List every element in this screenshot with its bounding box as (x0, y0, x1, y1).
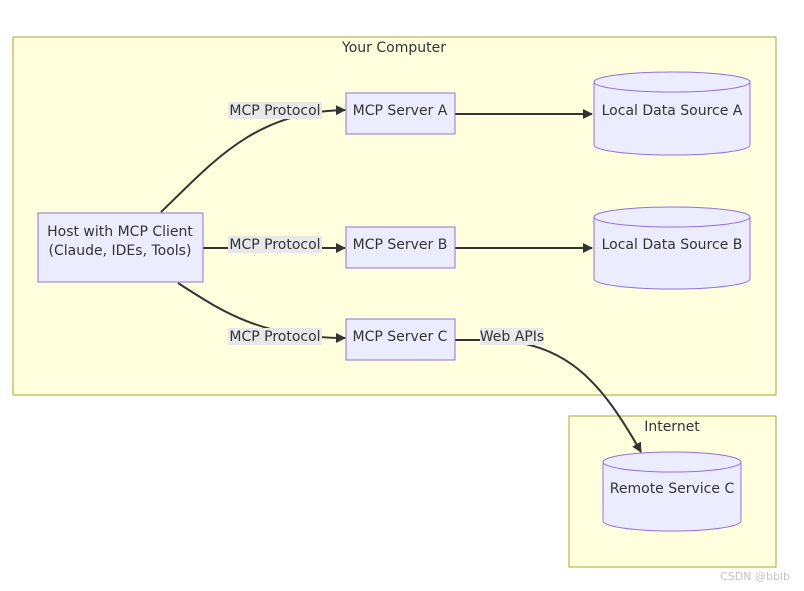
local-data-source-a-node[interactable]: Local Data Source A (593, 71, 751, 156)
cluster-your-computer-label: Your Computer (341, 40, 446, 56)
svg-text:MCP Protocol: MCP Protocol (229, 329, 320, 345)
local-data-source-b-node[interactable]: Local Data Source B (593, 206, 751, 290)
svg-text:MCP Protocol: MCP Protocol (229, 237, 320, 253)
mcp-server-c-label: MCP Server C (353, 329, 448, 345)
host-node-label-line1: Host with MCP Client (47, 224, 193, 240)
edge-label-host-to-b: MCP Protocol (228, 236, 322, 253)
cluster-internet-label: Internet (644, 419, 700, 435)
mcp-server-b-label: MCP Server B (353, 237, 448, 253)
remote-service-c-node[interactable]: Remote Service C (602, 451, 742, 532)
mcp-server-a-node[interactable]: MCP Server A (345, 92, 456, 135)
host-node[interactable]: Host with MCP Client (Claude, IDEs, Tool… (37, 212, 204, 283)
mcp-server-b-node[interactable]: MCP Server B (345, 226, 456, 269)
svg-text:Web APIs: Web APIs (480, 329, 544, 345)
mcp-server-c-node[interactable]: MCP Server C (345, 318, 456, 361)
local-data-source-b-label: Local Data Source B (602, 237, 743, 253)
watermark: CSDN @bblb (720, 570, 790, 583)
svg-text:MCP Protocol: MCP Protocol (229, 103, 320, 119)
local-data-source-a-label: Local Data Source A (602, 103, 743, 119)
mcp-server-a-label: MCP Server A (353, 103, 448, 119)
edge-label-host-to-a: MCP Protocol (228, 102, 322, 119)
remote-service-c-label: Remote Service C (610, 481, 735, 497)
edge-label-host-to-c: MCP Protocol (228, 328, 322, 345)
host-node-label-line2: (Claude, IDEs, Tools) (49, 243, 192, 259)
edge-label-c-to-remote: Web APIs (480, 328, 544, 345)
